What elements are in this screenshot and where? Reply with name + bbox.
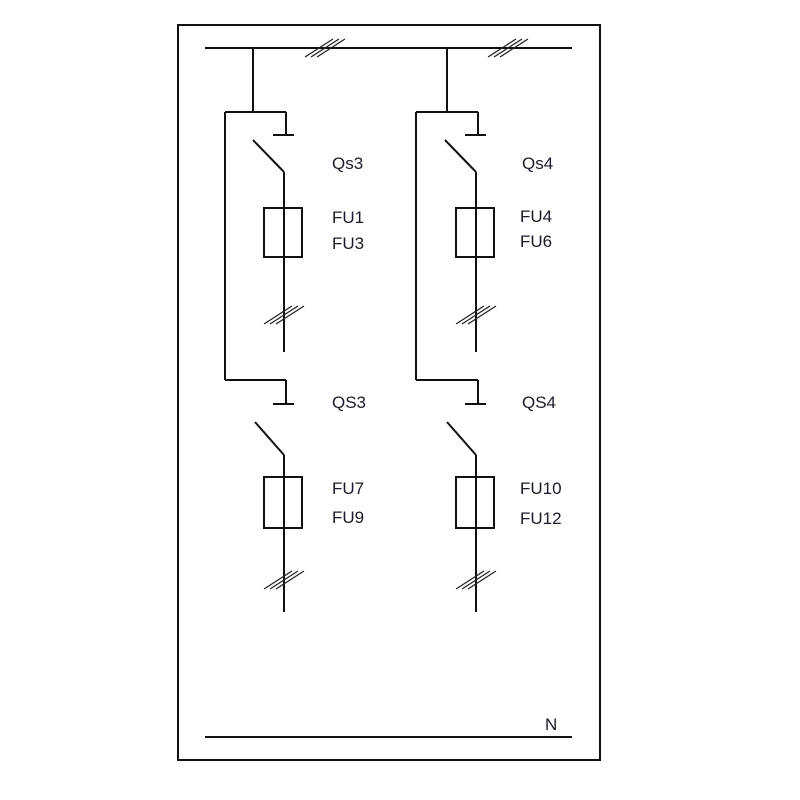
lower-switch-blade (446, 421, 477, 456)
upper-fuse-label: FU1 (332, 208, 364, 227)
three-phase-mark (304, 38, 346, 58)
upper-fuse-label: FU6 (520, 232, 552, 251)
phase-tick (455, 305, 485, 325)
phase-tick (467, 570, 497, 590)
phase-tick (316, 38, 346, 58)
lower-switch-label: QS4 (522, 393, 556, 412)
phase-tick (487, 38, 517, 58)
phase-tick (455, 570, 485, 590)
phase-tick (269, 305, 299, 325)
upper-switch-blade (444, 139, 477, 173)
three-phase-mark (455, 305, 497, 325)
lower-switch-label: QS3 (332, 393, 366, 412)
phase-tick (263, 570, 293, 590)
phase-tick (493, 38, 523, 58)
phase-tick (467, 305, 497, 325)
phase-tick (269, 570, 299, 590)
upper-switch-label: Qs4 (522, 154, 553, 173)
lower-fuse (455, 476, 495, 529)
panel-frame (177, 24, 601, 761)
lower-fuse (263, 476, 303, 529)
phase-tick (263, 305, 293, 325)
lower-switch-blade (254, 421, 285, 456)
feeder-branch: Qs3 FU1 FU3 QS3 FU7 FU9 (224, 48, 366, 612)
upper-fuse (455, 207, 495, 258)
three-phase-mark (263, 570, 305, 590)
upper-fuse (263, 207, 303, 258)
three-phase-mark (263, 305, 305, 325)
upper-switch-label: Qs3 (332, 154, 363, 173)
phase-tick (275, 570, 305, 590)
three-phase-mark (455, 570, 497, 590)
busbar-three-phase-marks (304, 38, 529, 58)
upper-fuse-label: FU3 (332, 234, 364, 253)
lower-fuse-label: FU7 (332, 479, 364, 498)
lower-fuse-label: FU12 (520, 509, 562, 528)
feeder-branch: Qs4 FU4 FU6 QS4 FU10 FU12 (415, 48, 562, 612)
upper-fuse-label: FU4 (520, 207, 552, 226)
lower-fuse-label: FU9 (332, 508, 364, 527)
upper-switch-blade (252, 139, 285, 173)
lower-fuse-label: FU10 (520, 479, 562, 498)
phase-tick (499, 38, 529, 58)
phase-tick (310, 38, 340, 58)
phase-tick (461, 305, 491, 325)
neutral-label: N (545, 715, 557, 734)
phase-tick (461, 570, 491, 590)
three-phase-mark (487, 38, 529, 58)
phase-tick (275, 305, 305, 325)
phase-tick (304, 38, 334, 58)
